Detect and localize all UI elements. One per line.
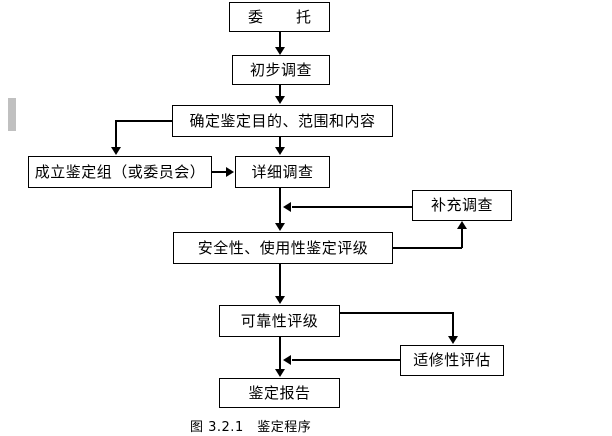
node-form-appraisal-team-label: 成立鉴定组（或委员会） xyxy=(34,162,206,181)
edge-repairability-to-trunk xyxy=(292,359,400,361)
edge-safety-to-reliability xyxy=(279,264,281,297)
node-reliability-rating[interactable]: 可靠性评级 xyxy=(219,305,340,337)
edge-safety-to-supplementary-horizontal xyxy=(393,247,462,249)
edge-preliminary-to-scope xyxy=(279,85,281,97)
node-preliminary-investigation-label: 初步调查 xyxy=(249,60,312,79)
margin-mark xyxy=(8,98,16,131)
node-safety-usability-rating-label: 安全性、使用性鉴定评级 xyxy=(197,238,369,257)
node-supplementary-investigation[interactable]: 补充调查 xyxy=(412,190,512,221)
node-supplementary-investigation-label: 补充调查 xyxy=(430,196,493,214)
arrowhead-safety-to-reliability xyxy=(275,296,285,304)
figure-caption: 图 3.2.1 鉴定程序 xyxy=(190,416,311,435)
arrowhead-safety-to-supplementary xyxy=(457,221,467,229)
node-appraisal-report[interactable]: 鉴定报告 xyxy=(219,378,340,408)
node-preliminary-investigation[interactable]: 初步调查 xyxy=(232,55,330,85)
arrowhead-supplementary-to-trunk xyxy=(283,202,291,212)
node-determine-scope[interactable]: 确定鉴定目的、范围和内容 xyxy=(172,105,393,137)
figure-caption-text: 图 3.2.1 鉴定程序 xyxy=(190,420,312,435)
edge-scope-to-detail xyxy=(279,137,281,148)
arrowhead-preliminary-to-scope xyxy=(275,96,285,104)
arrowhead-entrust-to-preliminary xyxy=(275,47,285,55)
arrowhead-team-to-detail xyxy=(226,167,234,177)
node-detailed-investigation[interactable]: 详细调查 xyxy=(235,156,330,188)
edge-scope-to-team-horizontal xyxy=(115,120,173,122)
node-entrust[interactable]: 委 托 xyxy=(229,2,330,32)
arrowhead-reliability-to-report xyxy=(275,369,285,377)
edge-detail-to-safety-rating xyxy=(279,188,281,224)
node-reliability-rating-label: 可靠性评级 xyxy=(240,311,319,330)
node-entrust-label: 委 托 xyxy=(247,7,320,26)
arrowhead-reliability-to-repairability xyxy=(448,336,458,344)
node-appraisal-report-label: 鉴定报告 xyxy=(248,383,311,402)
arrowhead-detail-to-safety-rating xyxy=(275,223,285,231)
arrowhead-scope-to-detail xyxy=(275,147,285,155)
node-detailed-investigation-label: 详细调查 xyxy=(251,162,314,181)
edge-reliability-to-report xyxy=(279,337,281,369)
edge-entrust-to-preliminary xyxy=(279,32,281,48)
edge-reliability-to-repairability-vertical xyxy=(452,312,454,337)
node-repairability-assessment-label: 适修性评估 xyxy=(413,351,491,369)
node-safety-usability-rating[interactable]: 安全性、使用性鉴定评级 xyxy=(173,232,393,264)
edge-reliability-to-repairability-horizontal xyxy=(340,312,453,314)
edge-safety-to-supplementary-vertical xyxy=(461,229,463,248)
edge-supplementary-to-trunk xyxy=(292,206,412,208)
node-form-appraisal-team[interactable]: 成立鉴定组（或委员会） xyxy=(28,156,212,188)
arrowhead-repairability-to-trunk xyxy=(283,355,291,365)
arrowhead-scope-to-team xyxy=(111,147,121,155)
node-determine-scope-label: 确定鉴定目的、范围和内容 xyxy=(189,111,376,130)
node-repairability-assessment[interactable]: 适修性评估 xyxy=(400,345,504,376)
edge-team-to-detail xyxy=(212,171,227,173)
edge-scope-to-team-vertical xyxy=(115,120,117,148)
